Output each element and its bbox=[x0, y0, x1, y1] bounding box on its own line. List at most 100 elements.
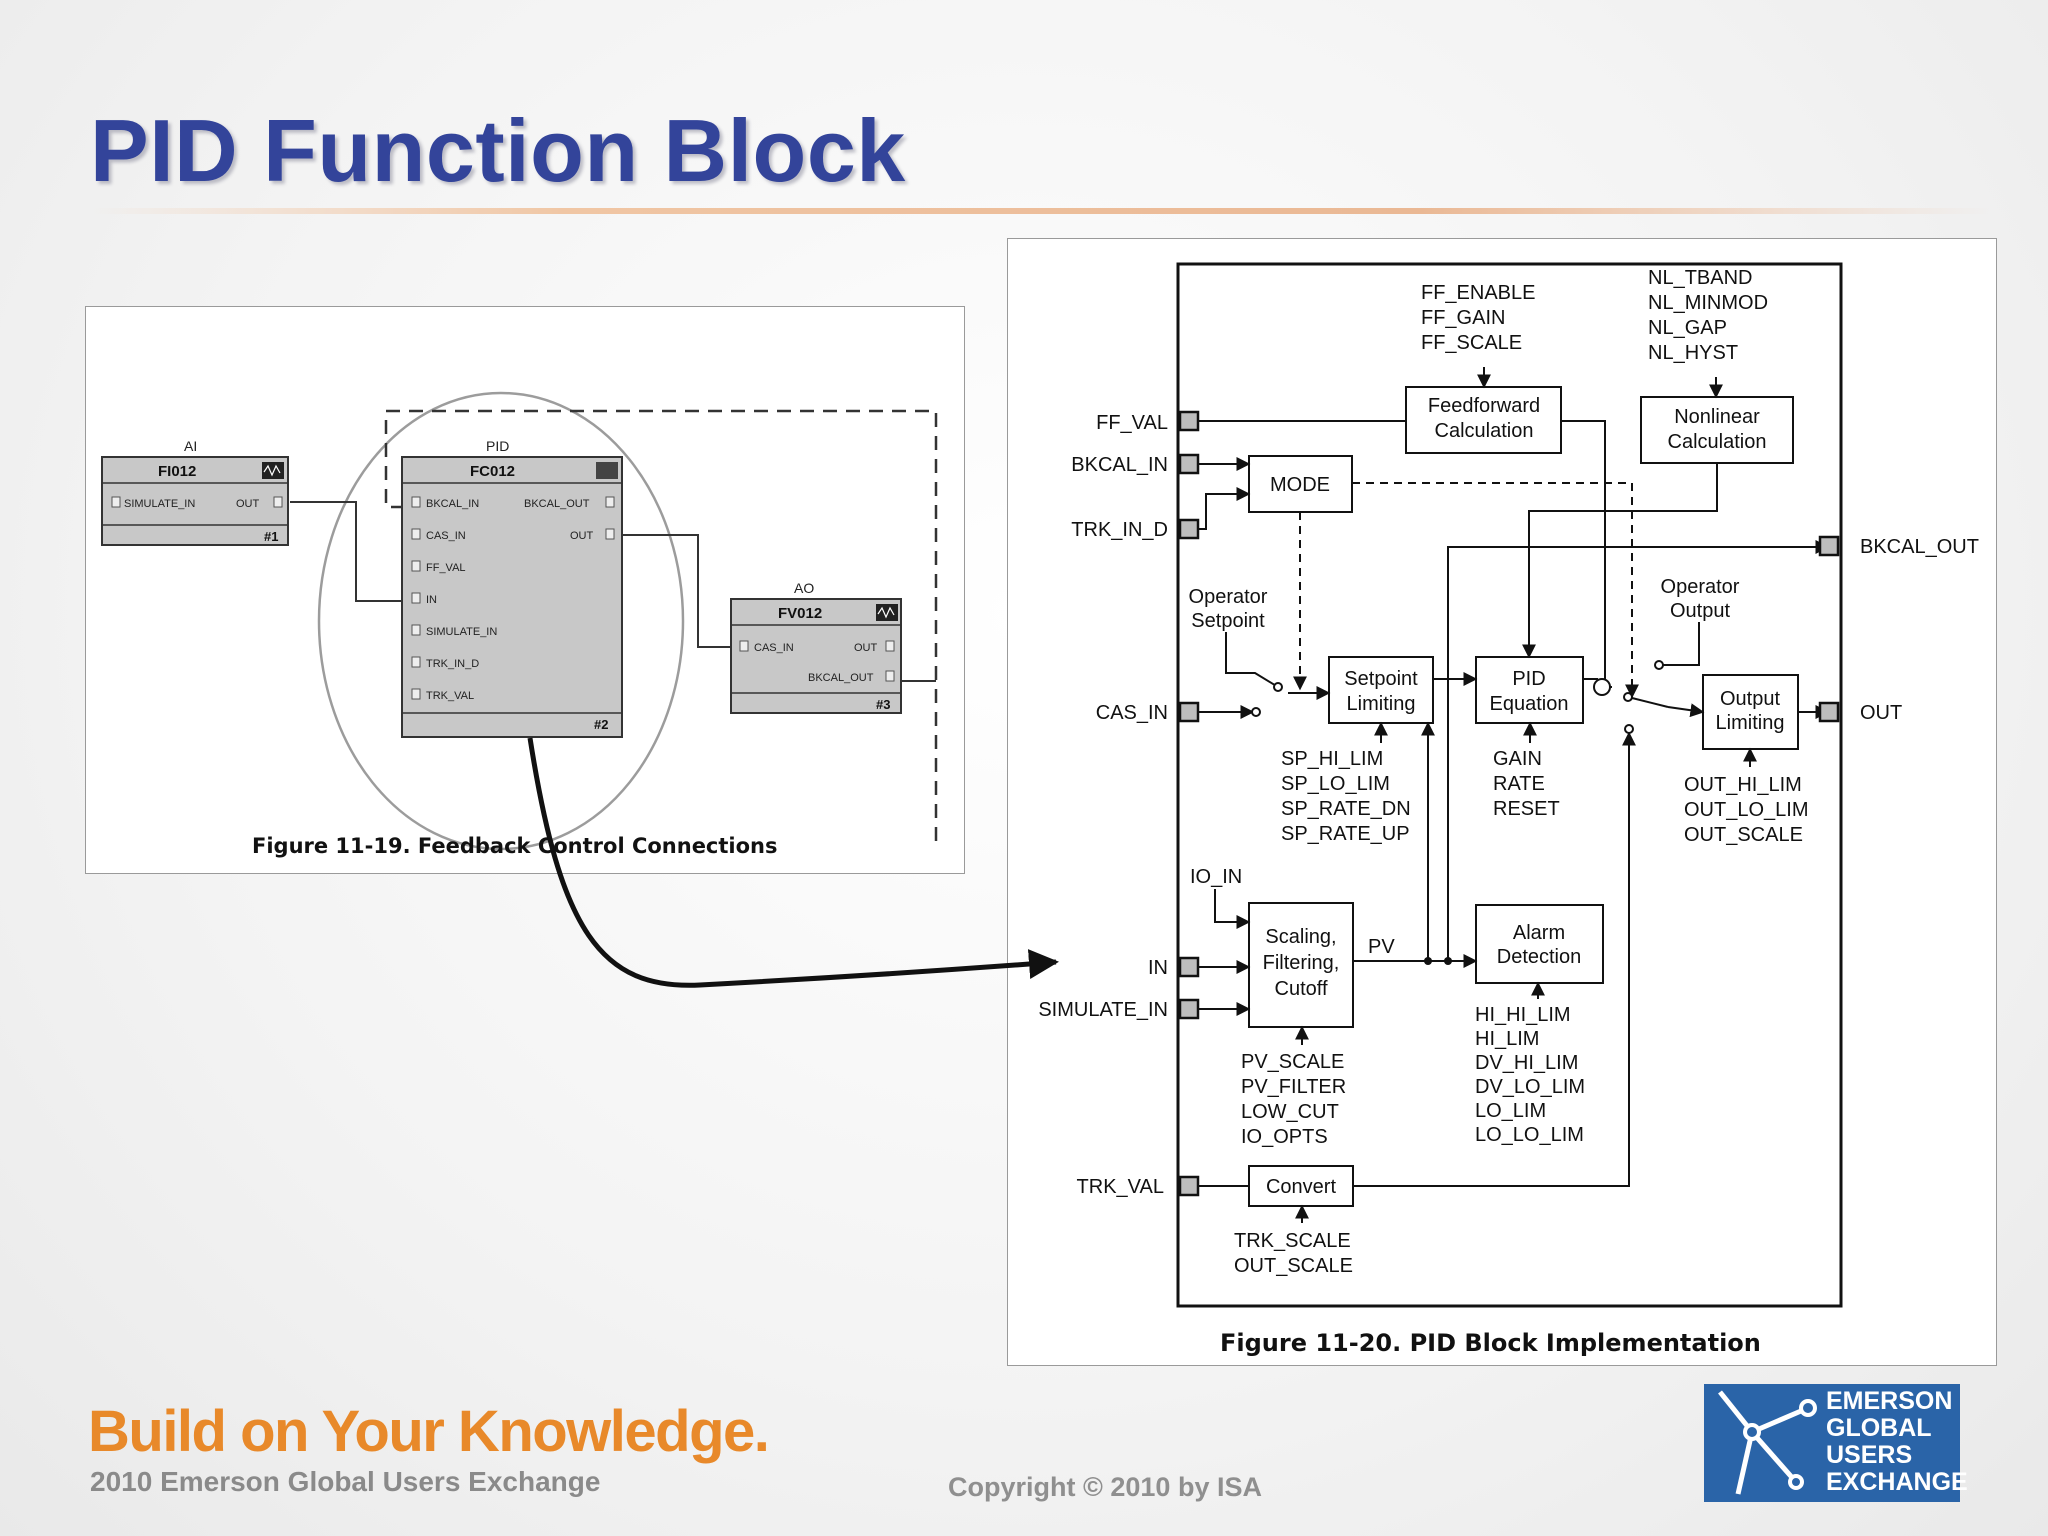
scaling-label-3: Cutoff bbox=[1275, 978, 1328, 1000]
ai-tag: FI012 bbox=[158, 463, 196, 480]
pid-param-1: RATE bbox=[1493, 773, 1545, 795]
ao-in-0: CAS_IN bbox=[754, 642, 794, 654]
pid-in-1: CAS_IN bbox=[426, 530, 466, 542]
io-in-label: IO_IN bbox=[1190, 866, 1242, 888]
ao-block[interactable]: AO FV012 CAS_IN OUT BKCAL_OUT #3 bbox=[730, 580, 902, 714]
out-param-2: OUT_SCALE bbox=[1684, 824, 1803, 846]
nl-param-0: NL_TBAND bbox=[1648, 267, 1752, 289]
ai-block[interactable]: AI FI012 SIMULATE_IN OUT #1 bbox=[101, 438, 289, 546]
sp-param-0: SP_HI_LIM bbox=[1281, 748, 1383, 770]
logo-line-4: EXCHANGE bbox=[1826, 1468, 1968, 1496]
input-cas-in: CAS_IN bbox=[1096, 702, 1168, 724]
ao-out-0: OUT bbox=[854, 642, 878, 654]
ai-number: #1 bbox=[264, 529, 278, 544]
alarm-param-0: HI_HI_LIM bbox=[1475, 1004, 1571, 1026]
pid-in-3: IN bbox=[426, 594, 437, 606]
brand-tagline: Build on Your Knowledge. bbox=[88, 1399, 770, 1464]
pid-highlight-ellipse bbox=[317, 391, 685, 851]
pid-block-frame bbox=[1176, 262, 1843, 1308]
pv-label: PV bbox=[1368, 936, 1395, 958]
logo-line-1: EMERSON bbox=[1826, 1387, 1953, 1415]
ff-val-connector[interactable] bbox=[1178, 410, 1200, 432]
figure2-caption: Figure 11-20. PID Block Implementation bbox=[1220, 1329, 1761, 1357]
trk-param-1: OUT_SCALE bbox=[1234, 1255, 1353, 1277]
operator-output-2: Output bbox=[1670, 600, 1730, 622]
sp-param-3: SP_RATE_UP bbox=[1281, 823, 1410, 845]
emerson-users-exchange-logo: EMERSON GLOBAL USERS EXCHANGE bbox=[1704, 1384, 1968, 1502]
trk-val-connector[interactable] bbox=[1178, 1175, 1200, 1197]
title-divider bbox=[90, 208, 1990, 214]
logo-text: EMERSON GLOBAL USERS EXCHANGE bbox=[1826, 1388, 1968, 1496]
input-simulate-in: SIMULATE_IN bbox=[1038, 999, 1168, 1021]
simulate-in-connector[interactable] bbox=[1178, 998, 1200, 1020]
logo-line-3: USERS bbox=[1826, 1441, 1913, 1469]
input-bkcal-in: BKCAL_IN bbox=[1071, 454, 1168, 476]
input-trk-in-d: TRK_IN_D bbox=[1071, 519, 1168, 541]
trk-in-d-connector[interactable] bbox=[1178, 518, 1200, 540]
feedback-dashed-line bbox=[384, 409, 938, 841]
logo-line-2: GLOBAL bbox=[1826, 1414, 1932, 1442]
pid-in-5: TRK_IN_D bbox=[426, 658, 479, 670]
slide-title: PID Function Block bbox=[90, 101, 906, 200]
pid-to-ao-wire bbox=[622, 534, 731, 648]
output-out: OUT bbox=[1860, 702, 1902, 724]
summing-junction-icon bbox=[1593, 678, 1611, 696]
pid-equation-label-1: PID bbox=[1512, 668, 1545, 690]
pv-param-2: LOW_CUT bbox=[1241, 1101, 1339, 1123]
bkcal-out-connector[interactable] bbox=[1818, 535, 1840, 557]
pid-number: #2 bbox=[594, 717, 608, 732]
pid-equation-label-2: Equation bbox=[1490, 693, 1569, 715]
operator-output-1: Operator bbox=[1661, 576, 1740, 598]
sp-param-1: SP_LO_LIM bbox=[1281, 773, 1390, 795]
feedforward-label-2: Calculation bbox=[1435, 420, 1534, 442]
alarm-param-3: DV_LO_LIM bbox=[1475, 1076, 1585, 1098]
alarm-param-2: DV_HI_LIM bbox=[1475, 1052, 1578, 1074]
scaling-label-1: Scaling, bbox=[1265, 926, 1336, 948]
alarm-param-1: HI_LIM bbox=[1475, 1028, 1539, 1050]
ao-tag: FV012 bbox=[778, 605, 822, 622]
sp-param-2: SP_RATE_DN bbox=[1281, 798, 1411, 820]
pv-param-3: IO_OPTS bbox=[1241, 1126, 1328, 1148]
alarm-label-1: Alarm bbox=[1513, 922, 1565, 944]
alarm-param-5: LO_LO_LIM bbox=[1475, 1124, 1584, 1146]
ai-to-pid-wire bbox=[290, 501, 402, 602]
figure-feedback-connections: AI FI012 SIMULATE_IN OUT #1 PID FC012 BK… bbox=[85, 306, 965, 874]
pid-block[interactable]: PID FC012 BKCAL_IN CAS_IN FF_VAL IN SIMU… bbox=[401, 438, 623, 738]
copyright-text: Copyright © 2010 by ISA bbox=[948, 1472, 1262, 1502]
setpoint-label-2: Limiting bbox=[1347, 693, 1416, 715]
pid-in-6: TRK_VAL bbox=[426, 690, 474, 702]
network-node-icon bbox=[1718, 1390, 1817, 1495]
feedback-diagram-svg: AI FI012 SIMULATE_IN OUT #1 PID FC012 BK… bbox=[101, 391, 938, 858]
nl-param-2: NL_GAP bbox=[1648, 317, 1727, 339]
pid-in-2: FF_VAL bbox=[426, 562, 466, 574]
operator-setpoint-1: Operator bbox=[1189, 586, 1268, 608]
in-connector[interactable] bbox=[1178, 956, 1200, 978]
alarm-label-2: Detection bbox=[1497, 946, 1582, 968]
pv-param-1: PV_FILTER bbox=[1241, 1076, 1346, 1098]
out-param-0: OUT_HI_LIM bbox=[1684, 774, 1802, 796]
pid-type-label: PID bbox=[486, 438, 509, 454]
nonlinear-label-1: Nonlinear bbox=[1674, 406, 1760, 428]
bkcal-in-connector[interactable] bbox=[1178, 453, 1200, 475]
brand-event: 2010 Emerson Global Users Exchange bbox=[90, 1466, 601, 1497]
ai-type-label: AI bbox=[184, 438, 197, 454]
alarm-detection-block bbox=[1475, 904, 1604, 984]
pid-implementation-svg: FF_VAL BKCAL_IN TRK_IN_D CAS_IN IN SIMUL… bbox=[1038, 262, 1979, 1357]
ff-param-0: FF_ENABLE bbox=[1421, 282, 1535, 304]
pid-param-2: RESET bbox=[1493, 798, 1560, 820]
trk-param-0: TRK_SCALE bbox=[1234, 1230, 1351, 1252]
pid-in-0: BKCAL_IN bbox=[426, 498, 479, 510]
input-ff-val: FF_VAL bbox=[1096, 412, 1168, 434]
ao-type-label: AO bbox=[794, 580, 814, 596]
nl-param-1: NL_MINMOD bbox=[1648, 292, 1768, 314]
out-connector[interactable] bbox=[1818, 701, 1840, 723]
ff-param-2: FF_SCALE bbox=[1421, 332, 1522, 354]
pid-chip-icon bbox=[596, 462, 618, 479]
ff-param-1: FF_GAIN bbox=[1421, 307, 1505, 329]
ai-output-label: OUT bbox=[236, 498, 260, 510]
convert-label: Convert bbox=[1266, 1176, 1336, 1198]
output-limiting-label-2: Limiting bbox=[1716, 712, 1785, 734]
nl-param-3: NL_HYST bbox=[1648, 342, 1738, 364]
cas-in-connector[interactable] bbox=[1178, 701, 1200, 723]
ao-out-1: BKCAL_OUT bbox=[808, 672, 874, 684]
